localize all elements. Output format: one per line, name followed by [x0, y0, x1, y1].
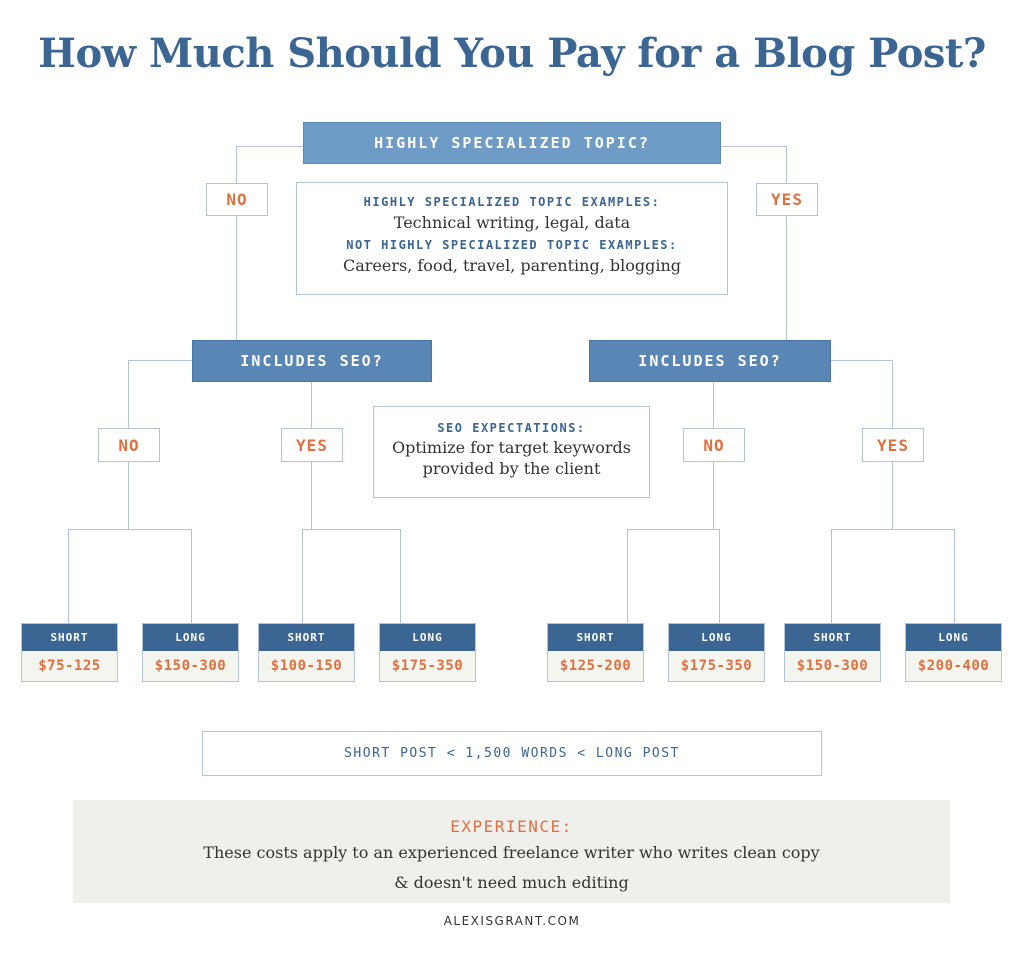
price-card: SHORT $125-200	[547, 623, 644, 682]
price-range: $100-150	[259, 651, 354, 681]
connector	[68, 529, 192, 530]
price-card: LONG $200-400	[905, 623, 1002, 682]
non-topic-examples-heading: NOT HIGHLY SPECIALIZED TOPIC EXAMPLES:	[346, 238, 678, 252]
left-seo-question-box: INCLUDES SEO?	[192, 340, 432, 382]
post-length-label: LONG	[380, 624, 475, 651]
connector	[236, 146, 237, 340]
seo-expectations-box: SEO EXPECTATIONS: Optimize for target ke…	[373, 406, 650, 498]
connector	[400, 529, 401, 623]
connector	[954, 529, 955, 623]
experience-heading: EXPERIENCE:	[450, 817, 573, 836]
connector	[236, 146, 304, 147]
connector	[627, 529, 720, 530]
post-length-label: SHORT	[259, 624, 354, 651]
seo-question-label: INCLUDES SEO?	[638, 352, 782, 370]
connector	[627, 529, 628, 623]
answer-label: NO	[118, 435, 140, 455]
connector	[831, 529, 955, 530]
post-length-label: LONG	[906, 624, 1001, 651]
answer-label: YES	[771, 190, 803, 209]
price-range: $150-300	[143, 651, 238, 681]
experience-body-line2: & doesn't need much editing	[394, 873, 629, 892]
price-range: $150-300	[785, 651, 880, 681]
non-topic-examples-body: Careers, food, travel, parenting, bloggi…	[342, 256, 682, 275]
price-range: $175-350	[380, 651, 475, 681]
connector	[302, 529, 401, 530]
price-card: SHORT $75-125	[21, 623, 118, 682]
post-length-label: LONG	[143, 624, 238, 651]
answer-label: NO	[226, 190, 248, 209]
post-length-label: SHORT	[785, 624, 880, 651]
root-yes-answer: YES	[756, 183, 818, 216]
connector	[68, 529, 69, 623]
right-seo-yes-answer: YES	[862, 428, 924, 462]
price-card: SHORT $100-150	[258, 623, 355, 682]
post-length-label: SHORT	[548, 624, 643, 651]
answer-label: YES	[296, 435, 328, 455]
seo-expectations-body-line2: provided by the client	[422, 459, 601, 478]
experience-body-line1: These costs apply to an experienced free…	[203, 843, 820, 862]
root-question-box: HIGHLY SPECIALIZED TOPIC?	[303, 122, 721, 164]
price-range: $125-200	[548, 651, 643, 681]
price-card: SHORT $150-300	[784, 623, 881, 682]
right-seo-question-box: INCLUDES SEO?	[589, 340, 831, 382]
legend-text: SHORT POST < 1,500 WORDS < LONG POST	[344, 746, 680, 761]
connector	[191, 529, 192, 623]
answer-label: NO	[703, 435, 725, 455]
page-title: How Much Should You Pay for a Blog Post?	[38, 30, 986, 77]
price-range: $175-350	[669, 651, 764, 681]
left-seo-yes-answer: YES	[281, 428, 343, 462]
root-no-answer: NO	[206, 183, 268, 216]
topic-examples-heading: HIGHLY SPECIALIZED TOPIC EXAMPLES:	[363, 195, 661, 209]
price-card: LONG $150-300	[142, 623, 239, 682]
price-range: $200-400	[906, 651, 1001, 681]
topic-examples-box: HIGHLY SPECIALIZED TOPIC EXAMPLES: Techn…	[296, 182, 728, 295]
right-seo-no-answer: NO	[683, 428, 745, 462]
topic-examples-body: Technical writing, legal, data	[393, 213, 631, 232]
seo-expectations-body-line1: Optimize for target keywords	[392, 438, 631, 457]
price-card: LONG $175-350	[668, 623, 765, 682]
connector	[719, 529, 720, 623]
connector	[128, 360, 192, 361]
post-length-label: LONG	[669, 624, 764, 651]
footer-credit: ALEXISGRANT.COM	[443, 914, 581, 928]
seo-question-label: INCLUDES SEO?	[240, 352, 384, 370]
connector	[720, 146, 787, 147]
answer-label: YES	[877, 435, 909, 455]
connector	[829, 360, 893, 361]
seo-expectations-heading: SEO EXPECTATIONS:	[437, 421, 586, 435]
experience-note: EXPERIENCE: These costs apply to an expe…	[73, 800, 950, 903]
root-question-label: HIGHLY SPECIALIZED TOPIC?	[374, 134, 650, 152]
connector	[831, 529, 832, 623]
post-length-label: SHORT	[22, 624, 117, 651]
word-count-legend: SHORT POST < 1,500 WORDS < LONG POST	[202, 731, 822, 776]
left-seo-no-answer: NO	[98, 428, 160, 462]
connector	[302, 529, 303, 623]
connector	[786, 146, 787, 340]
price-range: $75-125	[22, 651, 117, 681]
price-card: LONG $175-350	[379, 623, 476, 682]
